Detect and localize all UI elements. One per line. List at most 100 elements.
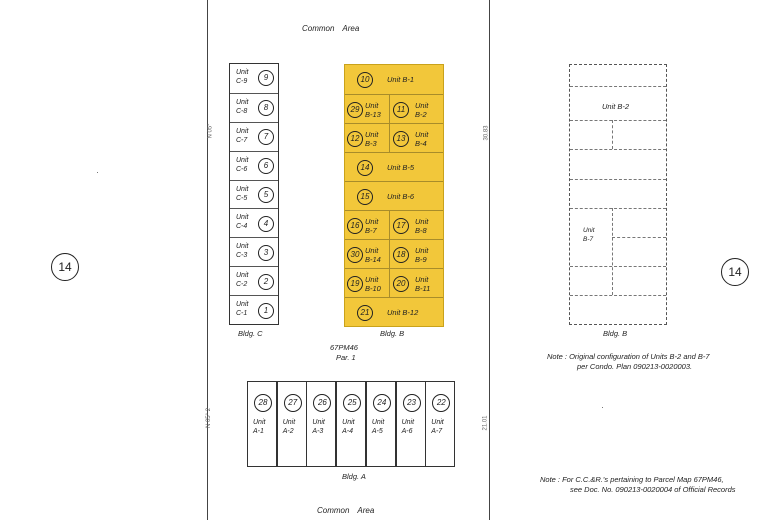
unit-code: B-13: [365, 109, 381, 119]
unit-number-circle: 4: [258, 215, 274, 232]
right-property-line: [489, 0, 490, 520]
unit-code: B-11: [415, 283, 431, 293]
unit-b-label: Unit B-5: [387, 163, 415, 172]
unit-code: C-8: [236, 107, 248, 115]
divider: [570, 179, 666, 180]
unit-number-circle: 17: [393, 217, 409, 234]
unit-code: B-2: [415, 109, 427, 119]
unit-code: C-9: [236, 78, 248, 85]
common-area-top-label: Common Area: [302, 24, 360, 33]
unit-b-label: Unit B-12: [387, 308, 419, 317]
unit-word: Unit: [371, 419, 385, 426]
unit-code: A-7: [431, 428, 443, 435]
unit-number-circle: 23: [402, 394, 421, 412]
unit-word: Unit: [365, 129, 379, 139]
unit-code: B-8: [415, 225, 427, 235]
unit-number-circle: 5: [258, 186, 274, 203]
unit-word: Unit: [236, 98, 249, 106]
unit-number-circle: 28: [254, 394, 272, 412]
unit-word: Unit: [312, 419, 325, 426]
unit-word: Unit: [415, 216, 429, 226]
speck: [97, 172, 98, 173]
unit-number-circle: 22: [432, 394, 451, 412]
left-dimension-top: N 05°: [207, 123, 214, 139]
building-a-label: Bldg. A: [342, 472, 366, 481]
unit-divider: [389, 124, 390, 153]
unit-word: Unit: [236, 243, 249, 251]
unit-word: Unit: [236, 69, 249, 76]
unit-word: Unit: [415, 245, 429, 255]
unit-code: C-4: [236, 223, 248, 231]
unit-code: B-10: [365, 283, 381, 293]
unit-number-circle: 1: [258, 302, 274, 319]
divider: [612, 208, 613, 295]
right-dimension-bottom: 21.01: [482, 415, 489, 431]
unit-number-circle: 3: [258, 244, 274, 261]
unit-number-circle: 13: [393, 130, 409, 147]
divider: [570, 266, 666, 267]
unit-word: Unit: [415, 274, 429, 284]
unit-code: A-1: [253, 428, 264, 435]
unit-code: C-6: [236, 165, 248, 173]
left-dimension-bottom: N 05° 2: [206, 407, 213, 429]
unit-divider: [389, 240, 390, 269]
unit-number-circle: 11: [393, 101, 409, 118]
unit-number-circle: 8: [258, 100, 274, 117]
unit-number-circle: 12: [347, 130, 363, 147]
unit-b2-original-label: Unit B-2: [602, 102, 630, 111]
unit-code: C-1: [236, 310, 248, 318]
unit-number-circle: 7: [258, 129, 274, 146]
unit-word: Unit: [236, 272, 249, 280]
unit-code: A-5: [371, 428, 383, 435]
left-property-line: [207, 0, 208, 520]
unit-number-circle: 25: [343, 394, 362, 412]
unit-code: C-2: [236, 281, 248, 289]
unit-number-circle: 24: [372, 394, 391, 412]
unit-word: Unit: [253, 419, 266, 426]
divider: [570, 149, 666, 150]
building-b-label: Bldg. B: [380, 329, 405, 338]
unit-number-circle: 19: [347, 275, 363, 292]
unit-word: Unit: [415, 129, 429, 139]
unit-code: C-7: [236, 136, 248, 144]
unit-code: A-6: [401, 428, 413, 435]
unit-word: Unit: [365, 245, 379, 255]
unit-word: Unit: [431, 419, 444, 426]
unit-number-circle: 27: [283, 394, 302, 412]
unit-divider: [389, 269, 390, 298]
unit-word: Unit: [401, 419, 415, 426]
unit-b7-original-label-b: B-7: [583, 236, 594, 243]
unit-number-circle: 29: [347, 101, 363, 118]
unit-b7-original-label-a: Unit: [583, 227, 595, 234]
unit-word: Unit: [365, 274, 379, 284]
unit-number-circle: 9: [258, 70, 274, 87]
unit-number-circle: 10: [357, 71, 373, 88]
unit-number-circle: 26: [313, 394, 332, 412]
unit-word: Unit: [342, 419, 355, 426]
